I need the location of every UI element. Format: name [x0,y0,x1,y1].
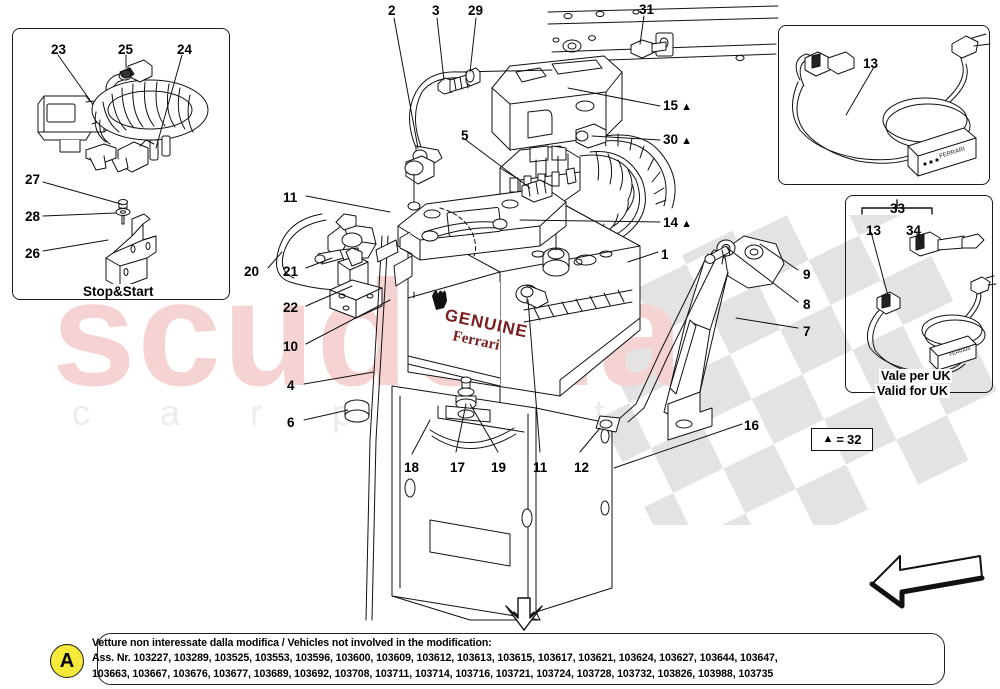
callout-22: 22 [283,300,299,315]
panel-stop-and-start [12,28,230,300]
down-arrow [505,597,543,631]
callout-13: 13 [866,223,882,238]
legend-equals: = [836,432,844,447]
stopstart-artwork [37,54,209,289]
note-badge-a: A [50,644,84,678]
battery-label: GENUINE Ferrari [432,290,530,354]
callout-18: 18 [404,460,420,475]
callout-16: 16 [744,418,760,433]
callout-14: 14 [663,216,692,230]
callout-21: 21 [283,264,299,279]
callout-9: 9 [803,267,811,282]
callout-29: 29 [468,3,484,18]
triangle-icon: ▲ [822,433,834,445]
bush-6 [344,399,370,423]
callout-15: 15 [663,99,692,113]
callout-20: 20 [244,264,260,279]
cable-assembly-top [404,67,553,211]
note-line-1: Vetture non interessate dalla modifica /… [92,637,492,649]
callout-27: 27 [25,172,41,187]
fixings-17-18-19 [445,376,491,423]
uk-artwork: FERRARI [861,199,997,376]
junction-block [499,123,676,249]
callout-12: 12 [574,460,590,475]
callout-3: 3 [432,3,440,18]
callout-13: 13 [863,56,879,71]
callout-28: 28 [25,209,41,224]
pointer-arrow [869,555,985,609]
callout-26: 26 [25,246,41,261]
battery-tray [391,385,613,621]
callout-17: 17 [450,460,466,475]
left-mount [375,239,413,287]
panel-charger [778,25,990,185]
charger-artwork: FERRARI [792,33,991,177]
callout-5: 5 [461,128,469,143]
note-line-3: 103663, 103667, 103676, 103677, 103689, … [92,667,774,680]
strap-4 [365,235,389,621]
panel-stop-and-start-caption: Stop&Start [78,284,159,299]
callout-31: 31 [639,2,655,17]
note-line-2: Ass. Nr. 103227, 103289, 103525, 103553,… [92,652,778,665]
clamp-rod [429,427,517,449]
callout-4: 4 [287,378,295,393]
legend-triangle-equals: ▲ = 32 [811,428,873,451]
note-text: Vetture non interessate dalla modifica /… [92,636,952,682]
callout-8: 8 [803,297,811,312]
support-bracket [595,235,785,441]
callout-33: 33 [890,201,906,216]
note-box [97,633,945,685]
callout-30: 30 [663,133,692,147]
callout-25: 25 [118,42,134,57]
callout-7: 7 [803,324,811,339]
callout-2: 2 [388,3,396,18]
leader-lines [267,15,799,469]
panel-uk-caption-it: Vale per UK [879,369,953,383]
callout-24: 24 [177,42,193,57]
callout-1: 1 [661,247,669,262]
panel-uk-caption-en: Valid for UK [875,384,950,398]
callout-10: 10 [283,339,299,354]
body-panel-lines [547,5,779,63]
callout-11: 11 [283,190,298,205]
callout-23: 23 [51,42,67,57]
battery-top-plate [397,187,567,261]
terminal-assembly-left [314,213,383,319]
legend-value: 32 [847,432,862,447]
callout-19: 19 [491,460,507,475]
callout-11: 11 [533,460,548,475]
callout-6: 6 [287,415,295,430]
callout-34: 34 [906,223,922,238]
